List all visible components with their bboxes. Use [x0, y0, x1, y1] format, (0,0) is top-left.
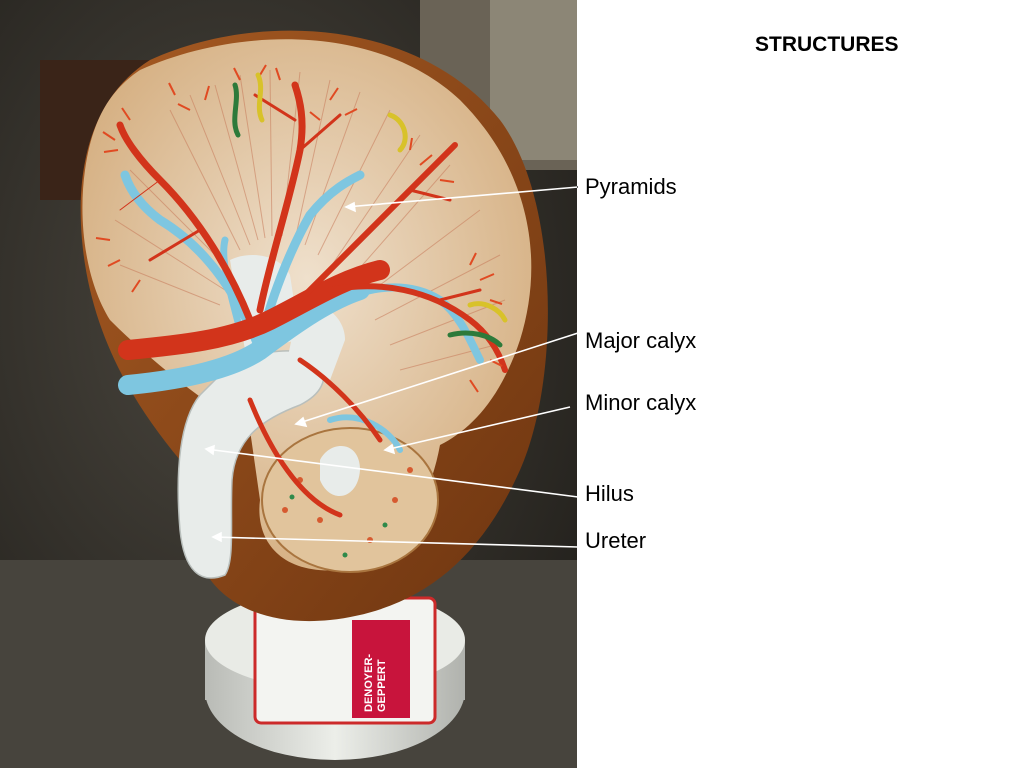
- pyramids-label: Pyramids: [585, 174, 677, 199]
- major-calyx-label: Major calyx: [585, 328, 697, 353]
- svg-text:GEPPERT: GEPPERT: [376, 659, 388, 712]
- minor-calyx-label: Minor calyx: [585, 390, 697, 415]
- slide-title: STRUCTURES: [755, 33, 899, 56]
- kidney-model-photo: DENOYER- GEPPERT: [0, 0, 577, 768]
- ureter-label: Ureter: [585, 528, 647, 553]
- brand-tag: DENOYER- GEPPERT: [363, 654, 388, 712]
- svg-text:DENOYER-: DENOYER-: [363, 654, 375, 712]
- hilus-label: Hilus: [585, 481, 634, 506]
